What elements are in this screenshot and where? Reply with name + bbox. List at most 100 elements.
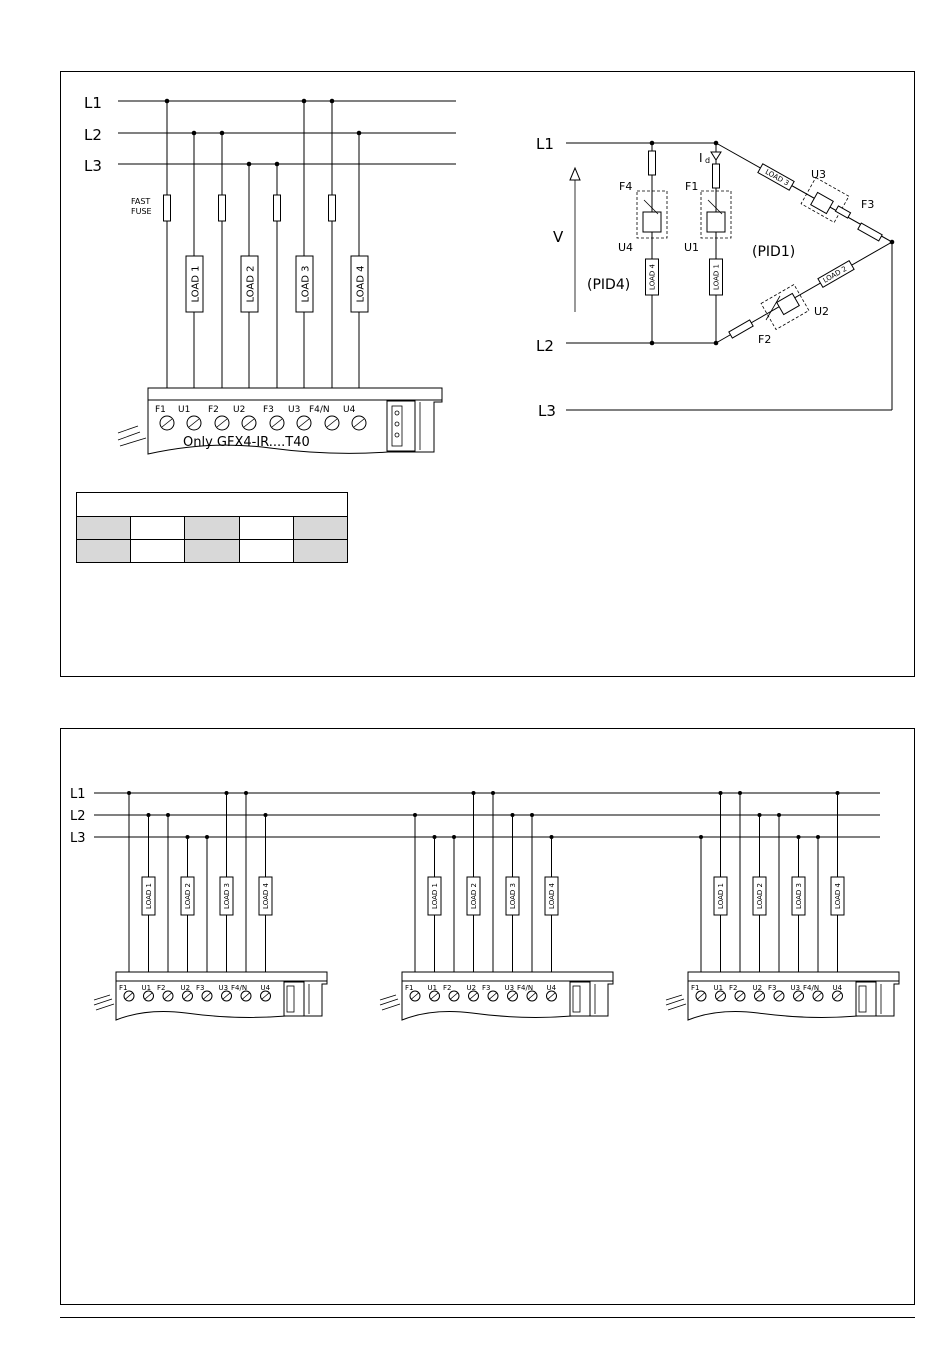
fuse <box>163 194 171 222</box>
bottom-load-box <box>713 876 728 916</box>
schematic-load-1: LOAD 1 <box>713 264 721 290</box>
bottom-terminal-label: F4/N <box>517 984 533 992</box>
bottom-load-label: LOAD 2 <box>184 883 192 909</box>
phase-table-header <box>76 492 348 517</box>
load-box <box>185 255 204 313</box>
bottom-terminal-label: F3 <box>482 984 490 992</box>
bottom-terminal-label: U3 <box>505 984 515 992</box>
bottom-phase-l1: L1 <box>70 787 86 802</box>
schematic-unit-u4: U4 <box>618 241 633 254</box>
bottom-load-box <box>180 876 195 916</box>
terminal-label-f3: F3 <box>263 405 274 415</box>
bottom-load-box <box>791 876 806 916</box>
schematic-fuse-f1: F1 <box>685 180 698 193</box>
load-box <box>295 255 314 313</box>
bottom-terminal-label: U2 <box>467 984 477 992</box>
schematic-fuse-f4: F4 <box>619 180 632 193</box>
phase-table-cell <box>75 516 132 540</box>
bottom-load-label: LOAD 4 <box>262 883 270 909</box>
bottom-load-label: LOAD 1 <box>717 883 725 909</box>
bottom-diagram-panel <box>60 728 915 1305</box>
bottom-load-label: LOAD 2 <box>756 883 764 909</box>
bottom-terminal-label: F2 <box>443 984 451 992</box>
bottom-terminal-label: U2 <box>181 984 191 992</box>
top-diagram-panel <box>60 71 915 677</box>
bottom-phase-l2: L2 <box>70 809 86 824</box>
schematic-phase-l2: L2 <box>536 337 554 355</box>
fuse-label-line2: FUSE <box>131 207 152 216</box>
bottom-terminal-label: F4/N <box>803 984 819 992</box>
phase-table-cell <box>238 539 294 563</box>
current-subscript: d <box>705 156 710 165</box>
terminal-label-u2: U2 <box>233 405 245 415</box>
bottom-load-label: LOAD 1 <box>145 883 153 909</box>
terminal-label-u4: U4 <box>343 405 356 415</box>
phase-table-cell <box>130 539 186 563</box>
bottom-phase-l3: L3 <box>70 831 86 846</box>
controller-module <box>117 387 443 455</box>
bottom-load-label: LOAD 4 <box>548 883 556 909</box>
phase-table-cell <box>292 539 349 563</box>
phase-label-l2: L2 <box>84 126 102 144</box>
bottom-load-label: LOAD 3 <box>509 883 517 909</box>
fuse <box>218 194 226 222</box>
terminal-block <box>159 415 367 431</box>
load-label-2: LOAD 2 <box>246 266 257 303</box>
terminal-label-f2: F2 <box>208 405 219 415</box>
bottom-load-label: LOAD 3 <box>223 883 231 909</box>
load-label-1: LOAD 1 <box>191 266 202 303</box>
footer-rule <box>60 1317 915 1318</box>
current-label: I <box>699 151 703 165</box>
schematic: L1 L2 L3 V LOAD 4 F4 U4 (PID4) LOA <box>536 135 895 420</box>
schematic-fuse-f3: F3 <box>861 198 874 211</box>
schematic-load-4: LOAD 4 <box>649 264 657 290</box>
phase-table-cell <box>75 539 132 563</box>
bottom-terminal-label: F1 <box>405 984 413 992</box>
schematic-fuse-f2: F2 <box>758 333 771 346</box>
bottom-terminal-label: F2 <box>157 984 165 992</box>
phase-table <box>75 492 349 563</box>
bottom-load-box <box>258 876 273 916</box>
bottom-terminal-label: F1 <box>691 984 699 992</box>
phase-label-l1: L1 <box>84 94 102 112</box>
top-wiring: L1 L2 L3 FAST FUSE LO <box>84 94 456 455</box>
bottom-terminal-label: U4 <box>833 984 843 992</box>
load-label-3: LOAD 3 <box>301 266 312 303</box>
pid1-label: (PID1) <box>752 244 795 260</box>
module-caption: Only GFX4-IR....T40 <box>183 435 310 450</box>
schematic-phase-l1: L1 <box>536 135 554 153</box>
bottom-load-label: LOAD 3 <box>795 883 803 909</box>
bottom-load-box <box>505 876 520 916</box>
terminal-label-u1: U1 <box>178 405 190 415</box>
terminal-label-f1: F1 <box>155 405 166 415</box>
bottom-terminal-label: F4/N <box>231 984 247 992</box>
bottom-terminal-label: U4 <box>547 984 557 992</box>
bottom-terminal-label: F1 <box>119 984 127 992</box>
load-box <box>350 255 369 313</box>
bottom-load-box <box>544 876 559 916</box>
fuse-label-line1: FAST <box>131 197 150 206</box>
bottom-terminal-label: U3 <box>219 984 229 992</box>
terminal-label-f4n: F4/N <box>309 405 330 415</box>
bottom-load-label: LOAD 4 <box>834 883 842 909</box>
schematic-phase-l3: L3 <box>538 402 556 420</box>
bottom-terminal-label: F3 <box>196 984 204 992</box>
bottom-terminal-label: U3 <box>791 984 801 992</box>
bottom-terminal-label: U1 <box>142 984 152 992</box>
bottom-terminal-label: U1 <box>428 984 438 992</box>
voltage-label: V <box>553 228 564 246</box>
bottom-load-box <box>427 876 442 916</box>
bottom-load-box <box>752 876 767 916</box>
phase-label-l3: L3 <box>84 157 102 175</box>
load-label-4: LOAD 4 <box>356 266 367 303</box>
bottom-terminal-label: U2 <box>753 984 763 992</box>
fuse <box>328 194 336 222</box>
schematic-unit-u1: U1 <box>684 241 699 254</box>
bottom-load-label: LOAD 1 <box>431 883 439 909</box>
fuse <box>273 194 281 222</box>
terminal-label-u3: U3 <box>288 405 300 415</box>
bottom-load-box <box>219 876 234 916</box>
